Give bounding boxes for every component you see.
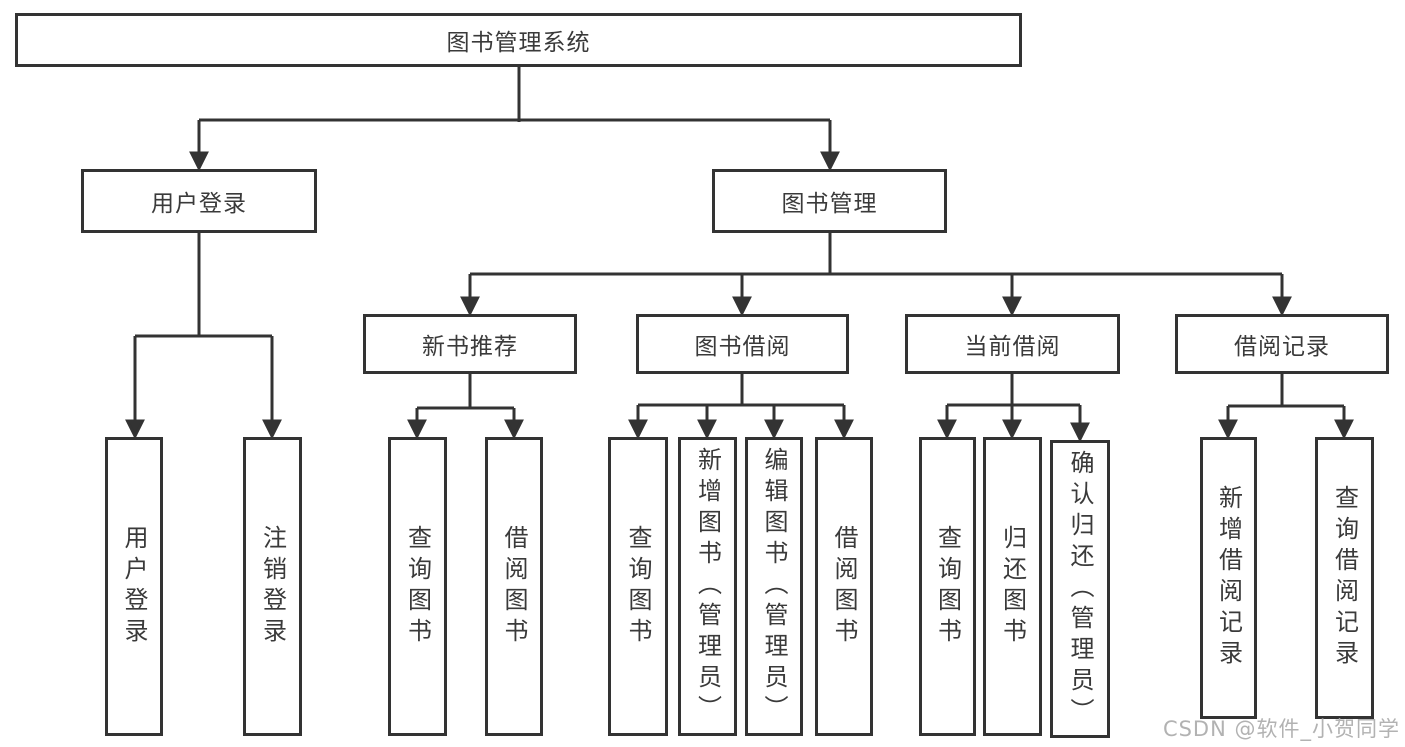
leaf-label: 查询图书 [624,524,652,649]
leaf-label: 新增图书（管理员） [693,447,722,726]
arrowhead [1002,419,1022,440]
leaf-label: 借阅图书 [500,524,528,649]
borrowing-records-node: 借阅记录 [1175,314,1389,374]
leaf-label: 确认归还（管理员） [1066,449,1094,729]
nbr-borrow-books-leaf-node: 借阅图书 [485,437,543,736]
connector-current-borrowing-children [937,374,1090,443]
arrowhead [125,419,145,440]
leaf-label: 借阅图书 [830,524,858,649]
book-management-node: 图书管理 [712,169,947,233]
leaf-label: 查询借阅记录 [1330,485,1359,671]
connector-root-to-level2 [189,66,840,172]
arrowhead [764,419,784,440]
logout-leaf-node: 注销登录 [243,437,302,736]
leaf-label: 归还图书 [998,524,1027,649]
arrowhead [820,151,840,172]
br-query-record-leaf-node: 查询借阅记录 [1315,437,1374,719]
root-node: 图书管理系统 [15,13,1022,67]
arrowhead [834,419,854,440]
arrowhead [189,151,209,172]
leaf-label: 查询图书 [933,524,962,649]
user-login-leaf-node: 用户登录 [105,437,163,736]
connector-user-login-children [125,233,282,440]
leaf-label: 编辑图书（管理员） [760,447,788,726]
bb-add-books-admin-leaf-node: 新增图书（管理员） [678,437,737,736]
arrowhead [1218,419,1238,440]
leaf-label: 注销登录 [258,524,287,649]
arrowhead [628,419,648,440]
arrowhead [1070,422,1090,443]
cb-return-books-leaf-node: 归还图书 [983,437,1042,736]
new-book-recommend-node: 新书推荐 [363,314,577,374]
leaf-label: 查询图书 [403,524,432,649]
arrowhead [1002,296,1022,317]
bb-borrow-books-leaf-node: 借阅图书 [815,437,873,736]
arrowhead [1272,296,1292,317]
current-borrowing-node: 当前借阅 [905,314,1120,374]
arrowhead [1334,419,1354,440]
bb-query-books-leaf-node: 查询图书 [608,437,668,736]
cb-confirm-return-admin-leaf-node: 确认归还（管理员） [1050,440,1110,738]
arrowhead [407,419,427,440]
connector-new-book-recommend-children [407,374,524,440]
bb-edit-books-admin-leaf-node: 编辑图书（管理员） [745,437,803,736]
arrowhead [937,419,957,440]
leaf-label: 用户登录 [120,524,148,649]
arrowhead [504,419,524,440]
connector-book-management-children [460,233,1292,317]
arrowhead [460,296,480,317]
arrowhead [697,419,717,440]
book-borrowing-node: 图书借阅 [636,314,849,374]
leaf-label: 新增借阅记录 [1214,485,1243,671]
arrowhead [262,419,282,440]
user-login-node: 用户登录 [81,169,317,233]
br-add-record-leaf-node: 新增借阅记录 [1200,437,1257,719]
connector-book-borrowing-children [628,374,854,440]
cb-query-books-leaf-node: 查询图书 [919,437,976,736]
csdn-watermark: CSDN @软件_小贺同学 [1162,717,1400,741]
nbr-query-books-leaf-node: 查询图书 [388,437,447,736]
arrowhead [732,296,752,317]
connector-borrowing-records-children [1218,374,1354,440]
